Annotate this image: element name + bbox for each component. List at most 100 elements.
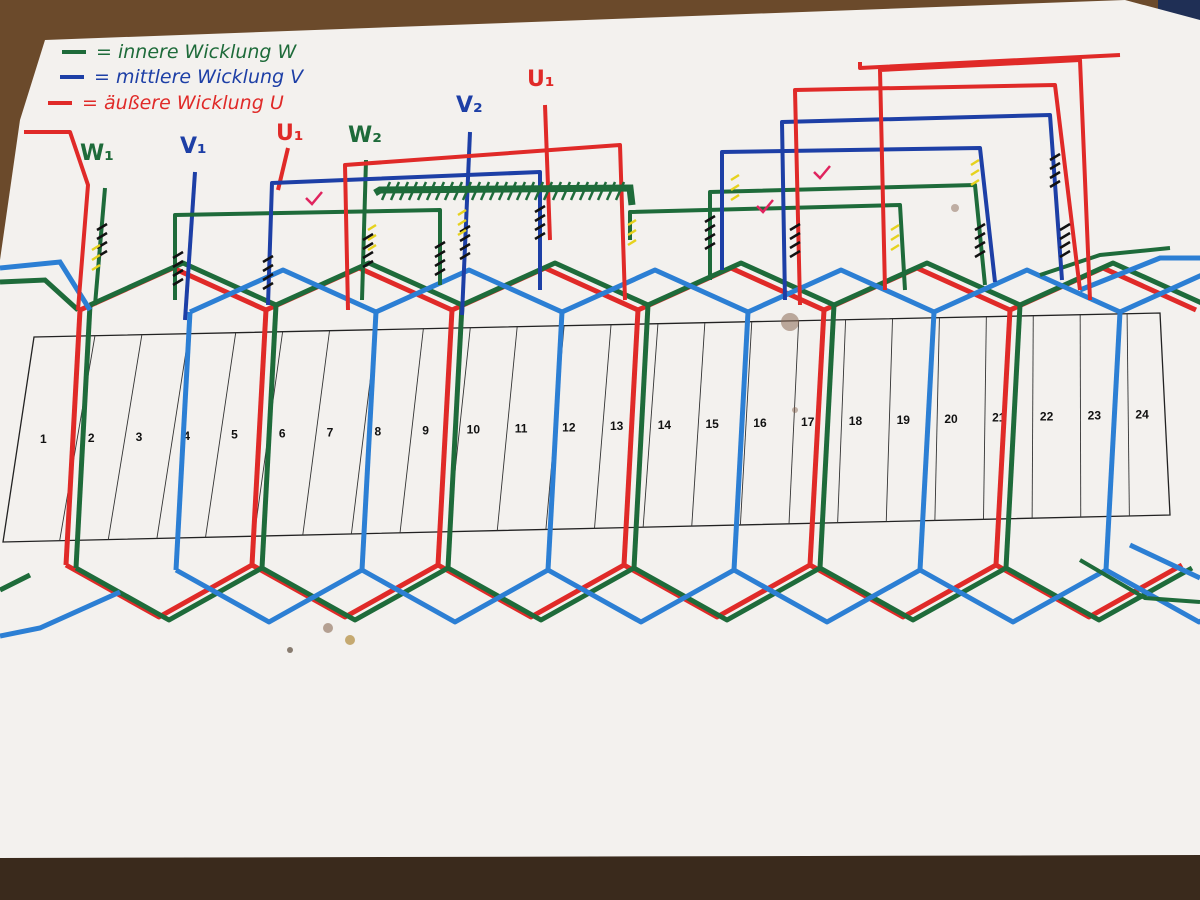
tie-mark: [1059, 249, 1071, 259]
smudge: [951, 204, 959, 212]
slot-number: 15: [705, 417, 719, 431]
slot-divider: [1031, 315, 1034, 519]
slot-number: 14: [658, 418, 672, 432]
winding-w-coil-side: [1003, 304, 1023, 569]
terminal-u1-left: U₁: [276, 121, 304, 146]
winding-w-coil-side: [259, 304, 279, 569]
slot-number: 13: [610, 419, 624, 433]
windings: [0, 53, 1200, 639]
tie-mark: [262, 281, 274, 291]
connection-jumper: [878, 58, 1092, 301]
slot-number: 6: [279, 427, 286, 441]
slot-number: 23: [1088, 409, 1102, 423]
highlight-mark: [367, 233, 377, 242]
lead-green-left: [0, 277, 80, 312]
connector-hatch: [515, 181, 527, 201]
slot-number: 2: [88, 431, 95, 445]
slot-divider: [594, 324, 612, 529]
slot-number: 9: [422, 423, 429, 437]
tie-mark: [362, 259, 374, 269]
slot-divider: [837, 319, 847, 523]
connection-jumper: [793, 83, 1082, 306]
legend-label-green: = innere Wicklung W: [96, 41, 298, 63]
connector-hatch: [596, 181, 608, 201]
connector-hatch: [524, 181, 536, 201]
highlight-mark: [890, 243, 900, 252]
connector-hatch: [479, 181, 491, 201]
tie-mark: [789, 249, 801, 259]
connector-hatch: [452, 181, 464, 201]
winding-v-top-end-turn: [374, 267, 564, 315]
connector-hatch: [497, 181, 509, 201]
legend-label-red: = äußere Wicklung U: [82, 92, 284, 114]
slot-divider: [496, 326, 518, 531]
tie-mark: [1059, 222, 1071, 232]
check-mark: [756, 199, 774, 214]
tie-mark: [704, 223, 716, 233]
tie-mark: [262, 272, 274, 282]
slot-divider: [983, 316, 987, 520]
terminal-v1: V₁: [180, 134, 207, 159]
tie-mark: [434, 249, 446, 259]
winding-w-top-end-turn: [646, 260, 836, 308]
connector-hatch: [551, 181, 563, 201]
tie-mark: [434, 267, 446, 277]
winding-w-coil-side: [817, 304, 837, 569]
connector-hatch: [470, 181, 482, 201]
tie-mark: [534, 204, 546, 214]
tie-mark: [974, 240, 986, 250]
slot-number: 16: [753, 416, 767, 430]
tie-mark: [974, 249, 986, 259]
winding-u-coil-side: [63, 309, 83, 566]
tie-mark: [96, 222, 108, 232]
slot-number: 5: [231, 428, 238, 442]
winding-u-coil-side: [621, 309, 641, 566]
connector-hatch: [389, 181, 401, 201]
highlight-mark: [627, 218, 637, 227]
slot-number: 18: [849, 414, 863, 428]
smudge: [792, 407, 798, 413]
slot-divider: [788, 320, 800, 525]
tie-mark: [172, 277, 184, 287]
highlight-mark: [627, 238, 637, 247]
winding-w-top-end-turn: [460, 260, 650, 308]
winding-w-bottom-end-turn: [446, 565, 636, 623]
tie-mark: [974, 222, 986, 232]
highlight-mark: [730, 193, 740, 202]
winding-v-bottom-end-turn: [546, 567, 736, 625]
slot-divider: [156, 333, 190, 539]
connector-hatch: [416, 181, 428, 201]
highlight-mark: [91, 243, 101, 252]
highlight-mark: [91, 263, 101, 272]
tie-mark: [1049, 152, 1061, 162]
winding-u-coil-side: [807, 309, 827, 566]
smudge: [287, 647, 293, 653]
slot-divider: [642, 323, 659, 528]
connection-jumper: [720, 146, 997, 283]
check-mark: [305, 191, 323, 206]
slot-number: 19: [897, 413, 911, 427]
smudge: [323, 623, 333, 633]
winding-u-coil-side: [249, 309, 269, 566]
winding-w-coil-side: [445, 304, 465, 569]
tie-mark: [1049, 161, 1061, 171]
legend-label-blue: = mittlere Wicklung V: [94, 66, 305, 88]
terminal-v2: V₂: [456, 93, 483, 118]
terminal-lead: [360, 159, 368, 301]
slot-divider: [691, 322, 706, 527]
highlight-mark: [970, 168, 980, 177]
highlight-mark: [970, 158, 980, 167]
highlight-mark: [970, 178, 980, 187]
highlight-mark: [91, 253, 101, 262]
connector-hatch: [533, 181, 545, 201]
winding-v-top-end-turn: [188, 267, 378, 315]
tie-mark: [789, 231, 801, 241]
slot-number: 4: [183, 429, 190, 443]
connector-hatch: [407, 181, 419, 201]
slot-divider: [399, 328, 424, 534]
check-marks: [305, 165, 831, 214]
tie-mark: [534, 222, 546, 232]
winding-v-bottom-end-turn: [1104, 567, 1200, 625]
table-edge: [0, 850, 1200, 900]
slot-number: 24: [1135, 408, 1149, 422]
